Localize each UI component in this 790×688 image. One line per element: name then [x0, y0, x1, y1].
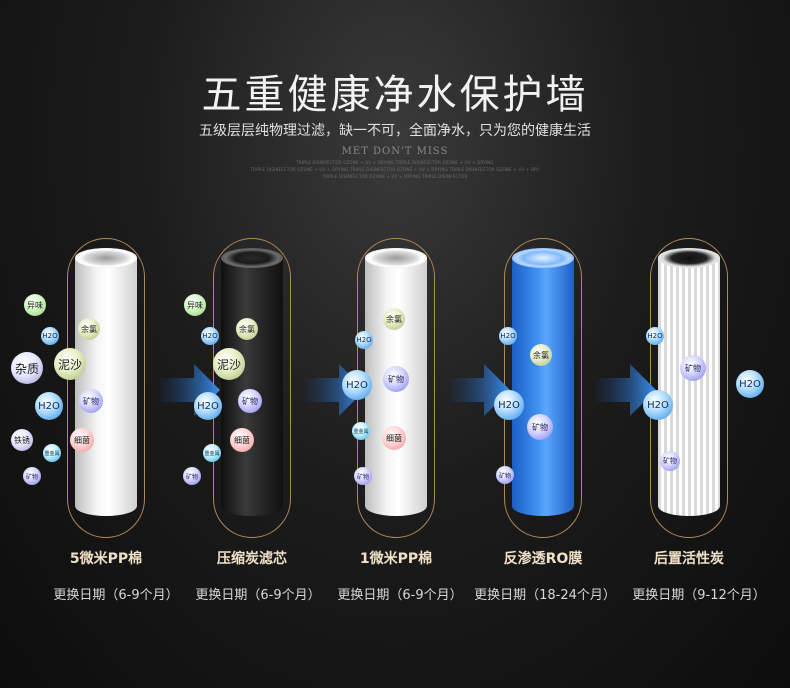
mineral-bubble: 矿物	[354, 467, 372, 485]
stage-label-5: 后置活性炭	[654, 551, 724, 567]
bacteria-bubble: 细菌	[382, 426, 406, 450]
stage-label-1: 5微米PP棉	[69, 551, 143, 567]
bacteria-bubble: 细菌	[70, 428, 94, 452]
h2o-bubble: H2O	[194, 392, 222, 420]
flow-arrow-icon-4	[596, 364, 656, 416]
h2o-bubble: H2O	[35, 392, 63, 420]
heavy-metal-bubble: 重金属	[352, 422, 370, 440]
impurity-bubble: 杂质	[11, 352, 43, 384]
h2o-bubble: H2O	[342, 370, 372, 400]
heavy-metal-bubble: 重金属	[43, 444, 61, 462]
h2o-bubble: H2O	[41, 327, 59, 345]
heavy-metal-bubble: 重金属	[203, 444, 221, 462]
mineral-bubble: 矿物	[660, 451, 680, 471]
stage-date-1: 更换日期（6-9个月）	[53, 588, 179, 603]
pp-cotton-5um-filter	[75, 248, 137, 516]
mineral-bubble: 矿物	[23, 467, 41, 485]
h2o-bubble: H2O	[494, 390, 524, 420]
bacteria-bubble: 细菌	[230, 428, 254, 452]
stage-date-3: 更换日期（6-9个月）	[337, 588, 463, 603]
sediment-bubble: 泥沙	[54, 348, 86, 380]
ro-membrane-filter	[512, 248, 574, 516]
chlorine-bubble: 余氯	[383, 308, 405, 330]
tiny-text-line-2: TRIPLE DISINFECTOR OZONE + UV + DRYING T…	[250, 167, 540, 172]
mineral-bubble: 矿物	[383, 366, 409, 392]
odor-bubble: 异味	[184, 294, 206, 316]
page-subtitle: 五级层层纯物理过滤，缺一不可，全面净水，只为您的健康生活	[199, 123, 591, 139]
h2o-bubble: H2O	[736, 370, 764, 398]
odor-bubble: 异味	[24, 294, 46, 316]
compressed-carbon-filter	[221, 248, 283, 516]
mineral-bubble: 矿物	[79, 389, 103, 413]
stage-label-3: 1微米PP棉	[359, 551, 433, 567]
mineral-bubble: 矿物	[183, 467, 201, 485]
mineral-bubble: 矿物	[680, 355, 706, 381]
page-title: 五重健康净水保护墙	[201, 72, 589, 118]
stage-label-2: 压缩炭滤芯	[217, 551, 287, 567]
h2o-bubble: H2O	[355, 331, 373, 349]
h2o-bubble: H2O	[646, 327, 664, 345]
h2o-bubble: H2O	[499, 327, 517, 345]
stage-date-4: 更换日期（18-24个月）	[474, 588, 616, 603]
stage-label-4: 反渗透RO膜	[503, 551, 583, 567]
brand-text: MET DON'T MISS	[341, 146, 449, 157]
stage-frame-1	[67, 238, 145, 538]
stage-date-5: 更换日期（9-12个月）	[632, 588, 766, 603]
mineral-bubble: 矿物	[496, 466, 514, 484]
chlorine-bubble: 余氯	[78, 318, 100, 340]
chlorine-bubble: 余氯	[530, 344, 552, 366]
chlorine-bubble: 余氯	[236, 318, 258, 340]
stage-date-2: 更换日期（6-9个月）	[195, 588, 321, 603]
h2o-bubble: H2O	[201, 327, 219, 345]
mineral-bubble: 矿物	[527, 414, 553, 440]
post-activated-carbon-filter	[658, 248, 720, 516]
sediment-bubble: 泥沙	[213, 348, 245, 380]
mineral-bubble: 矿物	[238, 389, 262, 413]
tiny-text-line-3: TRIPLE DISINFECTOR OZONE + UV + DRYING T…	[322, 174, 468, 179]
rust-bubble: 铁锈	[11, 429, 33, 451]
h2o-bubble: H2O	[643, 390, 673, 420]
tiny-text-line-1: TRIPLE DISINFECTOR OZONE + UV + DRYING T…	[296, 160, 494, 165]
